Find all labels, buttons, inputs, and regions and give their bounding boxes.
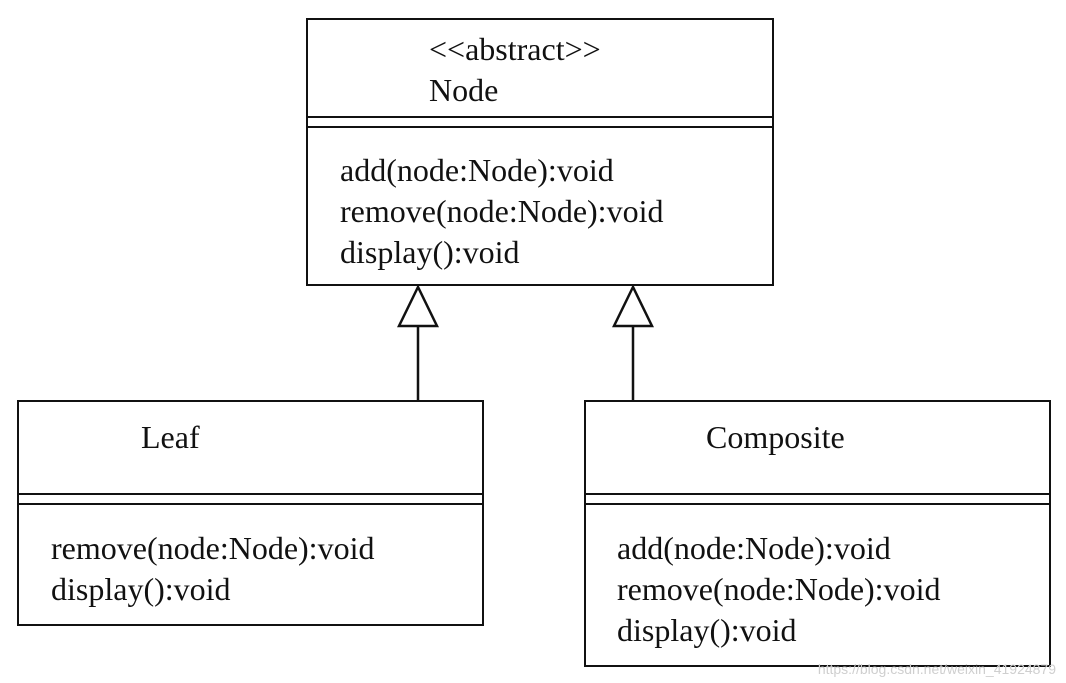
node-class-name: Node [429, 72, 499, 108]
leaf-class-name-compartment: Leaf [19, 402, 482, 493]
leaf-generalization-triangle [397, 284, 439, 328]
leaf-class-box: Leaf remove(node:Node):void display():vo… [17, 400, 484, 626]
composite-class-name: Composite [706, 419, 845, 455]
composite-op-add: add(node:Node):void [617, 530, 891, 566]
node-class-divider [308, 116, 772, 128]
composite-op-display: display():void [617, 612, 797, 648]
node-op-remove: remove(node:Node):void [340, 193, 664, 229]
leaf-generalization-arrow [397, 284, 439, 400]
leaf-op-display: display():void [51, 571, 231, 607]
composite-generalization-arrow [612, 284, 654, 400]
composite-class-box: Composite add(node:Node):void remove(nod… [584, 400, 1051, 667]
composite-class-operations: add(node:Node):void remove(node:Node):vo… [586, 505, 1049, 665]
composite-generalization-triangle [612, 284, 654, 328]
composite-op-remove: remove(node:Node):void [617, 571, 941, 607]
composite-class-divider [586, 493, 1049, 505]
node-op-display: display():void [340, 234, 520, 270]
composite-class-name-compartment: Composite [586, 402, 1049, 493]
leaf-class-operations: remove(node:Node):void display():void [19, 505, 482, 624]
node-class-operations: add(node:Node):void remove(node:Node):vo… [308, 128, 772, 284]
leaf-op-remove: remove(node:Node):void [51, 530, 375, 566]
node-class-stereotype: <<abstract>> [429, 31, 601, 67]
leaf-class-divider [19, 493, 482, 505]
node-class-box: <<abstract>> Node add(node:Node):void re… [306, 18, 774, 286]
watermark-text: https://blog.csdn.net/weixin_41924879 [817, 661, 1056, 677]
node-class-name-compartment: <<abstract>> Node [308, 20, 772, 116]
leaf-class-name: Leaf [141, 419, 200, 455]
node-op-add: add(node:Node):void [340, 152, 614, 188]
